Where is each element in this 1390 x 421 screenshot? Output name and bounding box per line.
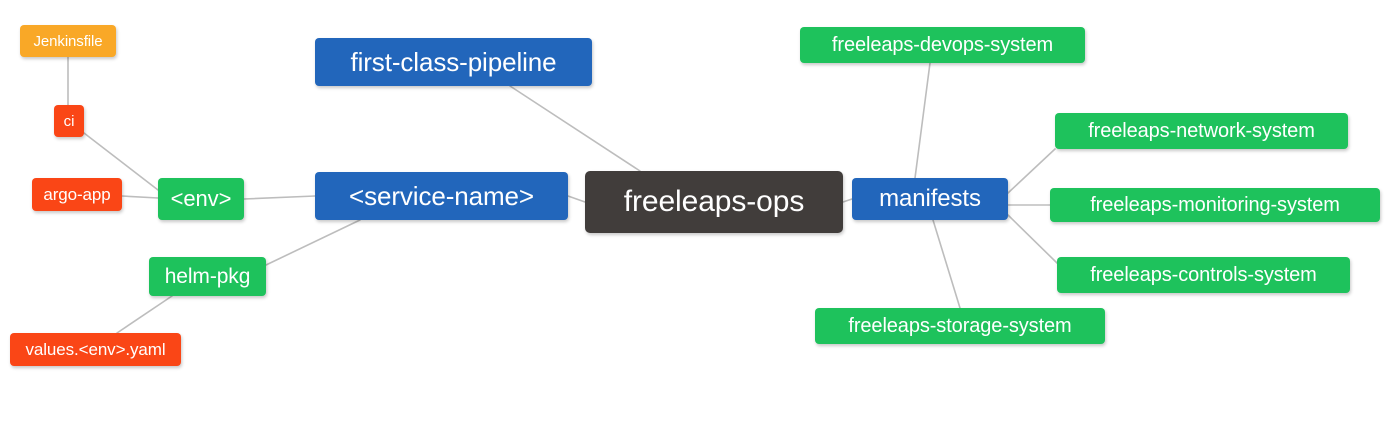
node-label: argo-app — [43, 185, 111, 204]
edge-manifests-to-freeleaps-controls-system — [1007, 214, 1058, 264]
node-freeleaps-storage-system[interactable]: freeleaps-storage-system — [815, 308, 1105, 344]
node-label: freeleaps-devops-system — [831, 34, 1054, 56]
node-label: freeleaps-ops — [623, 185, 805, 218]
edge-service-name-to-helm-pkg — [265, 219, 361, 266]
edge-freeleaps-ops-to-first-class-pipeline — [509, 85, 641, 172]
node-label: helm-pkg — [164, 265, 251, 288]
edge-manifests-to-freeleaps-storage-system — [932, 219, 961, 309]
node-helm-pkg[interactable]: helm-pkg — [149, 257, 266, 296]
edge-freeleaps-ops-to-manifests — [842, 198, 853, 203]
node-freeleaps-devops-system[interactable]: freeleaps-devops-system — [800, 27, 1085, 63]
edge-manifests-to-freeleaps-devops-system — [914, 62, 931, 179]
node-env[interactable]: <env> — [158, 178, 244, 220]
node-freeleaps-network-system[interactable]: freeleaps-network-system — [1055, 113, 1348, 149]
node-service-name[interactable]: <service-name> — [315, 172, 568, 220]
edge-service-name-to-env — [243, 195, 316, 200]
node-label: Jenkinsfile — [33, 32, 103, 50]
node-freeleaps-ops[interactable]: freeleaps-ops — [585, 171, 843, 233]
node-label: freeleaps-network-system — [1088, 120, 1315, 142]
edge-freeleaps-ops-to-service-name — [567, 195, 586, 203]
node-label: first-class-pipeline — [350, 47, 557, 77]
node-values-env-yaml[interactable]: values.<env>.yaml — [10, 333, 181, 366]
node-argo-app[interactable]: argo-app — [32, 178, 122, 211]
node-label: freeleaps-controls-system — [1090, 264, 1317, 286]
node-label: <service-name> — [348, 181, 535, 211]
node-label: values.<env>.yaml — [25, 340, 166, 359]
node-label: <env> — [170, 186, 232, 211]
edge-helm-pkg-to-values-env-yaml — [116, 295, 173, 334]
node-freeleaps-monitoring-system[interactable]: freeleaps-monitoring-system — [1050, 188, 1380, 222]
node-jenkinsfile[interactable]: Jenkinsfile — [20, 25, 116, 57]
edge-env-to-argo-app — [121, 195, 159, 199]
node-label: ci — [63, 112, 75, 130]
node-manifests[interactable]: manifests — [852, 178, 1008, 220]
node-label: freeleaps-storage-system — [848, 315, 1072, 337]
node-ci[interactable]: ci — [54, 105, 84, 137]
edge-manifests-to-freeleaps-network-system — [1007, 148, 1056, 194]
node-first-class-pipeline[interactable]: first-class-pipeline — [315, 38, 592, 86]
node-label: freeleaps-monitoring-system — [1090, 194, 1340, 216]
node-label: manifests — [879, 185, 981, 212]
node-freeleaps-controls-system[interactable]: freeleaps-controls-system — [1057, 257, 1350, 293]
